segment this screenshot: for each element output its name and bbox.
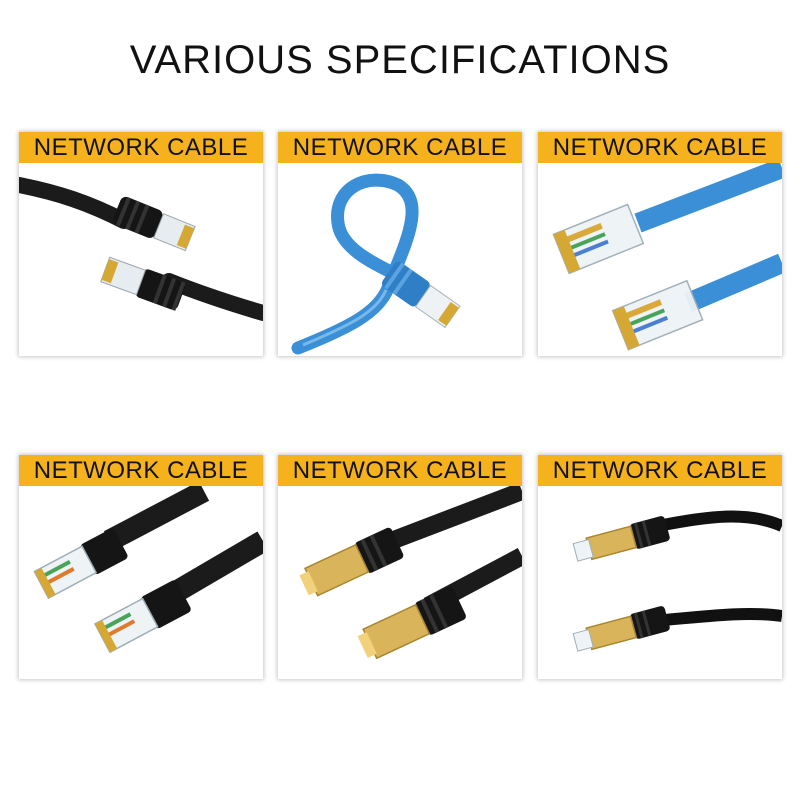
- card-label: NETWORK CABLE: [19, 455, 263, 486]
- card-label: NETWORK CABLE: [19, 132, 263, 163]
- card-label: NETWORK CABLE: [538, 132, 782, 163]
- product-card-1: NETWORK CABLE: [19, 132, 263, 356]
- product-card-2: NETWORK CABLE: [278, 132, 522, 356]
- card-label: NETWORK CABLE: [278, 132, 522, 163]
- blue-coiled-cable-icon: [291, 173, 461, 355]
- product-card-4: NETWORK CABLE: [19, 455, 263, 679]
- product-card-6: NETWORK CABLE: [538, 455, 782, 679]
- card-label: NETWORK CABLE: [278, 455, 522, 486]
- black-shielded-cable-icon: [299, 486, 522, 660]
- card-label: NETWORK CABLE: [538, 455, 782, 486]
- product-card-3: NETWORK CABLE: [538, 132, 782, 356]
- blue-cable-clear-connectors-icon: [552, 163, 782, 351]
- page-title: VARIOUS SPECIFICATIONS: [129, 38, 671, 82]
- black-cable-clear-connectors-icon: [33, 486, 263, 654]
- flat-shielded-cable-icon: [572, 510, 782, 652]
- black-cat6-cable-icon: [19, 177, 263, 321]
- product-card-5: NETWORK CABLE: [278, 455, 522, 679]
